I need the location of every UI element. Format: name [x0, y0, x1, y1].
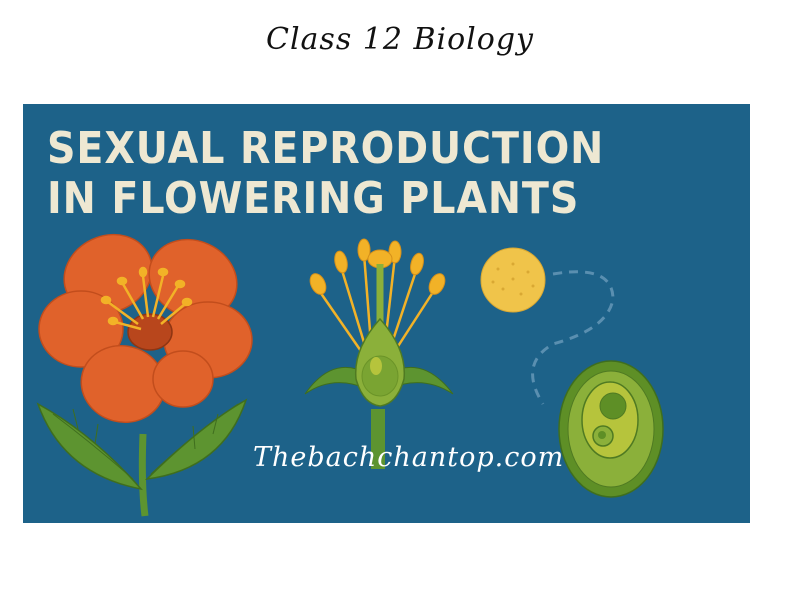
pollen-grain	[480, 247, 615, 405]
title-banner: SEXUAL REPRODUCTION IN FLOWERING PLANTS	[23, 104, 750, 523]
flower-illustration	[36, 233, 253, 517]
page-heading: Class 12 Biology	[266, 22, 534, 57]
ovule-diagram	[558, 360, 664, 498]
banner-title-line-1: SEXUAL REPRODUCTION	[47, 123, 605, 174]
pistil-stamen-diagram	[304, 238, 454, 469]
banner-illustrations	[36, 233, 664, 517]
banner-title: SEXUAL REPRODUCTION IN FLOWERING PLANTS	[47, 124, 604, 224]
banner-title-line-2: IN FLOWERING PLANTS	[47, 173, 580, 224]
site-watermark: Thebachchantop.com	[253, 442, 565, 473]
